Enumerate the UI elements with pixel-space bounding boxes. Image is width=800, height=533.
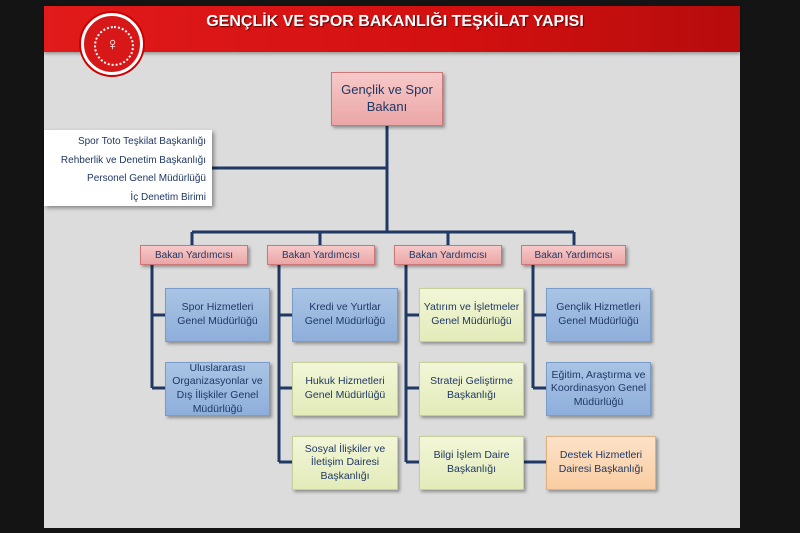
deputy-box: Bakan Yardımcısı [521,245,626,265]
unit-box: Uluslararası Organizasyonlar ve Dış İliş… [165,362,270,416]
unit-box: Bilgi İşlem Daire Başkanlığı [419,436,524,490]
unit-box: Spor Hizmetleri Genel Müdürlüğü [165,288,270,342]
unit-box: Hukuk Hizmetleri Genel Müdürlüğü [292,362,398,416]
header-banner [44,6,740,52]
connector-col3 [404,265,546,464]
connector-col2 [277,265,292,464]
page-title: GENÇLİK VE SPOR BAKANLIĞI TEŞKİLAT YAPIS… [206,13,584,30]
connector-top [190,126,576,245]
deputy-box: Bakan Yardımcısı [394,245,502,265]
deputy-box: Bakan Yardımcısı [140,245,248,265]
side-unit: Personel Genel Müdürlüğü [87,173,206,184]
unit-box: Sosyal İlişkiler ve İletişim Dairesi Baş… [292,436,398,490]
deputy-box: Bakan Yardımcısı [267,245,375,265]
side-unit: Spor Toto Teşkilat Başkanlığı [77,136,206,147]
side-units-list: Spor Toto Teşkilat Başkanlığı Rehberlik … [44,130,212,206]
connector-col1 [150,265,165,390]
unit-box: Yatırım ve İşletmeler Genel Müdürlüğü [419,288,524,342]
connector-col4 [531,265,546,390]
unit-box: Eğitim, Araştırma ve Koordinasyon Genel … [546,362,651,416]
minister-box: Gençlik ve Spor Bakanı [331,72,443,126]
ministry-logo: ♀ [81,13,143,75]
side-unit: Rehberlik ve Denetim Başkanlığı [60,154,206,166]
unit-box-support: Destek Hizmetleri Dairesi Başkanlığı [546,436,656,490]
side-unit: İç Denetim Birimi [130,191,206,203]
unit-box: Kredi ve Yurtlar Genel Müdürlüğü [292,288,398,342]
unit-box: Strateji Geliştirme Başkanlığı [419,362,524,416]
unit-box: Gençlik Hizmetleri Genel Müdürlüğü [546,288,651,342]
